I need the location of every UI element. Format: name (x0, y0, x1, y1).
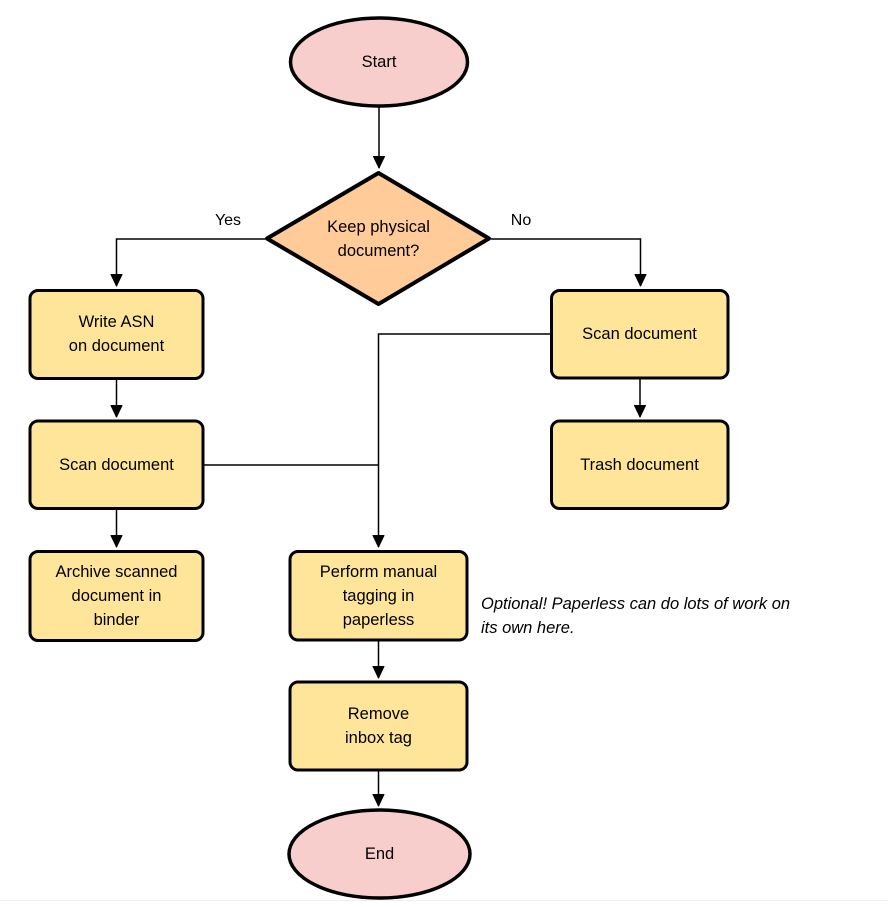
process-scan-document-left-shape (28, 419, 205, 510)
process-archive-binder-shape (28, 550, 205, 642)
process-write-asn-shape (28, 289, 205, 380)
end-terminator-shape (287, 808, 472, 900)
process-manual-tagging-shape (288, 550, 469, 642)
annotation-line2: its own here. (481, 619, 575, 637)
decision-diamond-shape (265, 171, 491, 306)
annotation-line1: Optional! Paperless can do lots of work … (481, 595, 791, 613)
process-remove-inbox-tag-shape (288, 680, 469, 772)
connector-decision-no-to-scan-right (491, 238, 647, 287)
process-trash-document-shape (550, 419, 730, 510)
process-scan-document-right-shape (550, 289, 730, 380)
connector-scan-right-to-tagging (372, 333, 551, 548)
page-edge-divider (0, 900, 888, 901)
connector-decision-yes-to-write-asn (110, 238, 265, 287)
annotation-optional-note: Optional! Paperless can do lots of work … (481, 592, 885, 640)
start-terminator-shape (288, 16, 470, 108)
